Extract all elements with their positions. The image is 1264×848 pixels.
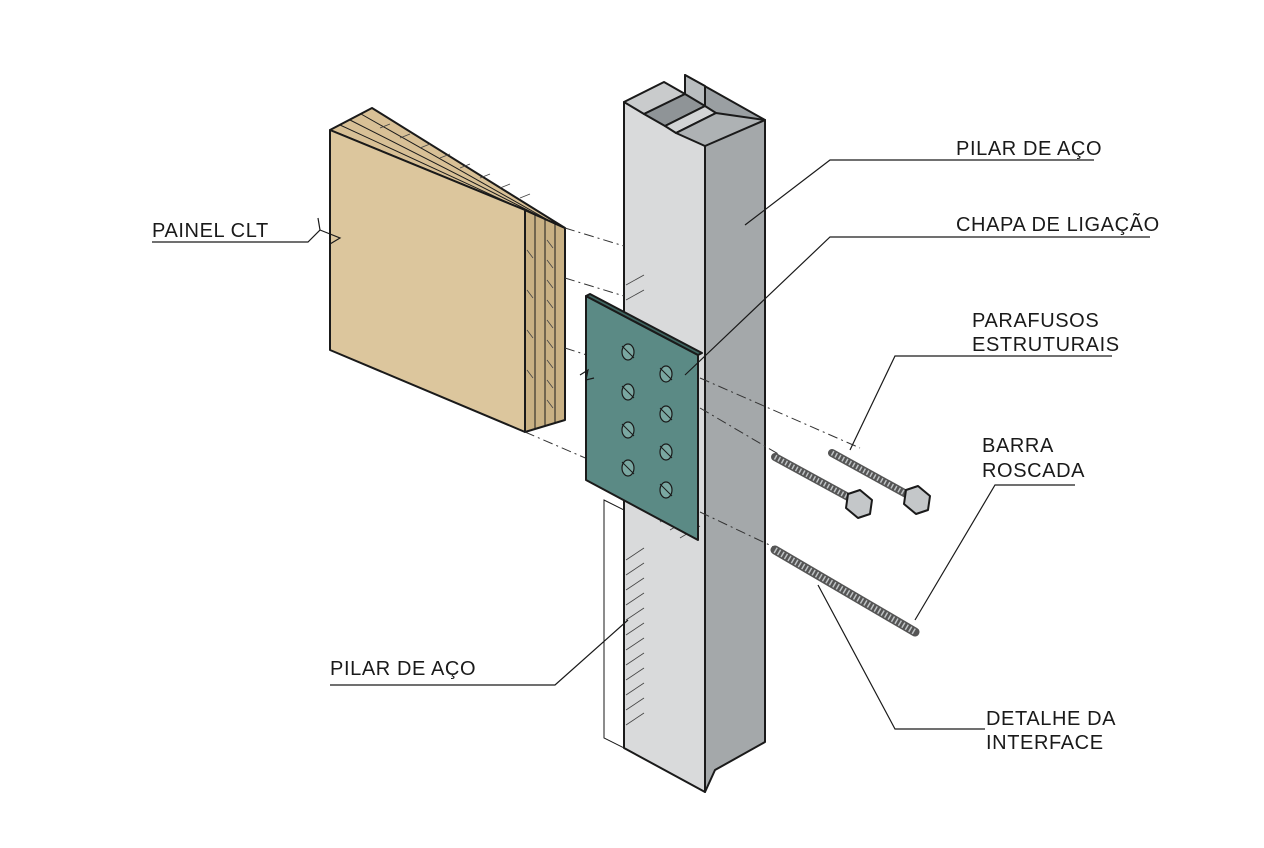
- connection-plate: [585, 293, 703, 541]
- structural-bolt-1: [828, 449, 931, 515]
- clt-top-hatching: [379, 123, 531, 199]
- threaded-rod: [770, 545, 920, 637]
- label-parafusos-line1: PARAFUSOS: [972, 310, 1099, 332]
- projection-lines: [524, 227, 861, 551]
- label-detalhe-line2: INTERFACE: [986, 732, 1104, 754]
- label-painel-clt: PAINEL CLT: [152, 220, 269, 242]
- column-hatching: [625, 274, 701, 726]
- label-pilar-de-aco-bottom: PILAR DE AÇO: [330, 658, 476, 680]
- label-barra-line2: ROSCADA: [982, 460, 1085, 482]
- clt-side-hatching: [526, 239, 554, 409]
- label-parafusos-line2: ESTRUTURAIS: [972, 334, 1120, 356]
- label-detalhe-line1: DETALHE DA: [986, 708, 1116, 730]
- label-barra-line1: BARRA: [982, 435, 1054, 457]
- leader-lines: [152, 159, 1150, 730]
- labels: PAINEL CLT PILAR DE AÇO CHAPA DE LIGAÇÃO…: [152, 138, 1160, 754]
- label-pilar-de-aco-top: PILAR DE AÇO: [956, 138, 1102, 160]
- clt-panel: [329, 107, 566, 433]
- structural-bolt-2: [771, 453, 873, 519]
- label-chapa-de-ligacao: CHAPA DE LIGAÇÃO: [956, 212, 1160, 236]
